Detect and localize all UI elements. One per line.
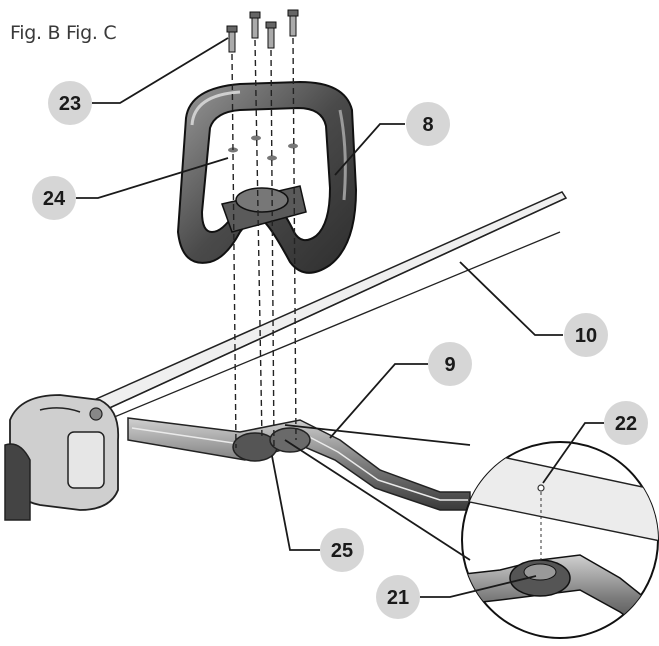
callout-9: 9: [428, 342, 472, 386]
svg-text:10: 10: [575, 325, 597, 347]
svg-text:9: 9: [444, 354, 455, 376]
detail-magnifier: [461, 441, 659, 639]
screw-3: [265, 21, 277, 49]
svg-text:21: 21: [387, 587, 409, 609]
screws: [226, 9, 299, 53]
shaft: [59, 191, 568, 429]
svg-text:25: 25: [331, 540, 353, 562]
screw-2: [249, 11, 261, 39]
callout-23: 23: [48, 81, 92, 125]
handle-bracket: [127, 417, 471, 511]
alignment-lines: [231, 37, 297, 451]
callout-22: 22: [604, 401, 648, 445]
figure-title: Fig. B Fig. C: [10, 22, 117, 44]
svg-text:22: 22: [615, 413, 637, 435]
callout-24: 24: [32, 176, 76, 220]
screw-1: [226, 25, 238, 53]
svg-text:8: 8: [422, 114, 433, 136]
callout-21: 21: [376, 575, 420, 619]
throttle-housing: [4, 394, 120, 521]
callout-8: 8: [406, 102, 450, 146]
leader-lines: [76, 37, 604, 598]
callout-10: 10: [564, 313, 608, 357]
svg-text:23: 23: [59, 93, 81, 115]
loop-handle: [176, 80, 358, 274]
callout-25: 25: [320, 528, 364, 572]
washers: [228, 135, 298, 161]
svg-text:24: 24: [43, 188, 66, 210]
screw-4: [287, 9, 299, 37]
